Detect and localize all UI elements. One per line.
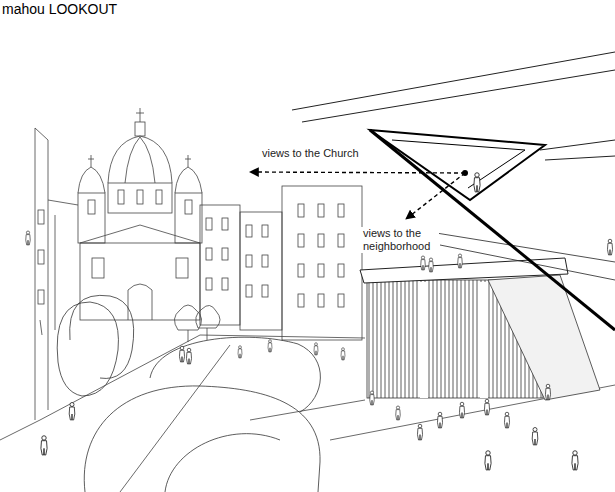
pavilion: [360, 258, 600, 400]
people: [26, 173, 613, 470]
view-annotation: views to the Church: [260, 147, 361, 160]
drawing-title: mahou LOOKOUT: [2, 1, 117, 17]
canopy-structure: [292, 52, 615, 330]
sculpture-blobs: [57, 295, 320, 492]
sight-lines: [250, 170, 468, 219]
city-background: [0, 108, 615, 492]
view-annotation: views to the neighborhood: [361, 227, 439, 253]
